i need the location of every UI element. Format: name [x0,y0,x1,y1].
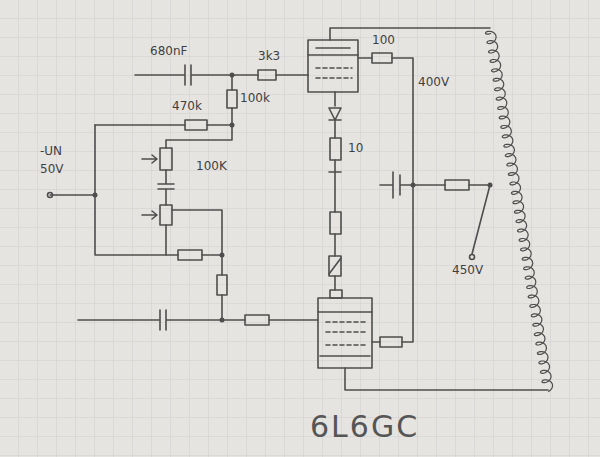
supply-wire [380,172,490,254]
junction-dot [220,318,225,323]
tube-symbol [318,298,372,368]
bias-wire [172,210,222,320]
screen-wire [358,58,413,342]
resistor-symbol [445,180,469,190]
terminal [470,255,475,260]
resistor-symbol [227,90,237,108]
bias-wire [95,124,232,126]
tube-wire [318,312,548,390]
component-label: 3k3 [258,50,280,63]
resistor-symbol [178,250,202,260]
component-label: 10 [348,142,363,155]
wiper-arrow [142,211,157,219]
component-label: 400V [418,76,449,89]
bias-wire [158,170,174,205]
component-label: 100K [196,160,227,173]
component-label: 50V [40,163,63,176]
tube-grid [326,322,365,345]
junction-dot [411,183,416,188]
bias-wire [50,125,166,255]
junction-dot [488,183,493,188]
cathode-chain [329,108,341,256]
bias-wire [166,75,232,148]
component-label: -UN [40,145,62,158]
grid-wire [78,310,318,330]
resistor-symbol [372,53,392,63]
resistor-symbol [380,337,402,347]
resistor-symbol [185,120,207,130]
resistor-symbol [330,212,341,234]
component-label: 100 [372,34,395,47]
junction-dot [230,123,235,128]
component-label: 470k [172,100,202,113]
potentiometer-symbol [160,148,172,170]
resistor-symbol [258,70,276,80]
resistor-symbol [217,275,227,295]
cathode-chain [329,258,341,290]
tube-grid [316,68,352,78]
transformer-winding [486,31,553,391]
component-label: 100k [240,92,270,105]
junction-dot [93,193,98,198]
resistor-symbol [330,138,341,160]
component-label: 680nF [150,45,187,58]
component-label: 450V [452,264,483,277]
grid-wire [135,65,308,85]
junction-dot [220,253,225,258]
tube-cap [330,290,342,298]
wiper-arrow [142,155,157,163]
resistor-symbol [245,315,269,325]
tube-wire [308,28,490,106]
tube-type-label: 6L6GC [310,410,419,443]
terminal [48,193,53,198]
potentiometer-symbol [160,205,172,225]
junction-dot [230,73,235,78]
